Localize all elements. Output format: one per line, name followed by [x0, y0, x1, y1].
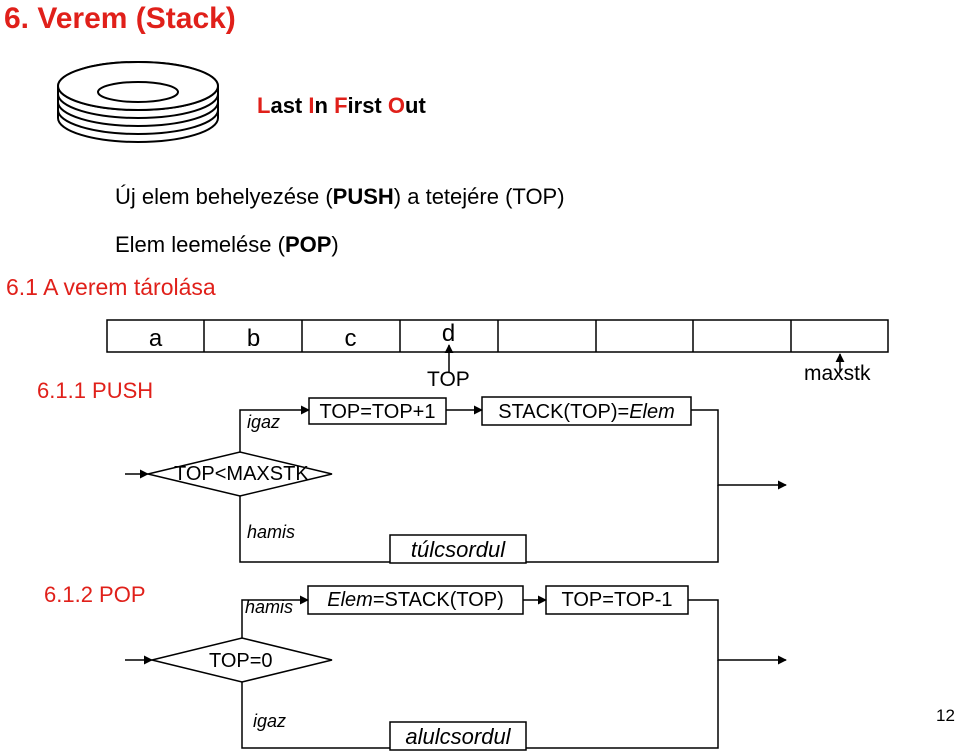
- push-heading: 6.1.1 PUSH: [37, 378, 154, 403]
- push-condition-diamond: [148, 452, 332, 496]
- top-label: TOP: [427, 368, 470, 391]
- section-heading: 6.1 A verem tárolása: [6, 274, 216, 300]
- push-step2-box: [482, 397, 691, 425]
- push-yes-label: igaz: [247, 412, 281, 432]
- underflow-box: [390, 722, 526, 750]
- maxstk-label: maxstk: [804, 362, 871, 385]
- push-step2-text: STACK(TOP)=Elem: [498, 401, 675, 423]
- page-title: 6. Verem (Stack): [4, 2, 236, 35]
- push-step1-box: [309, 398, 446, 424]
- push-description: Új elem behelyezése (PUSH) a tetejére (T…: [115, 184, 565, 209]
- pop-no-label: hamis: [245, 597, 294, 617]
- overflow-text: túlcsordul: [410, 537, 506, 562]
- stack-array: [107, 320, 888, 352]
- pop-step1-text: Elem=STACK(TOP): [327, 589, 504, 611]
- array-cell: c: [344, 325, 357, 352]
- overflow-box: [390, 535, 526, 563]
- underflow-text: alulcsordul: [405, 724, 511, 749]
- pop-condition-diamond: [152, 638, 332, 682]
- push-condition-text: TOP<MAXSTK: [174, 463, 309, 485]
- pop-description: Elem leemelése (POP): [115, 232, 339, 257]
- pop-yes-label: igaz: [253, 711, 287, 731]
- pop-step2-text: TOP=TOP-1: [561, 589, 673, 611]
- page-number: 12: [936, 706, 955, 725]
- array-cell: b: [246, 325, 261, 352]
- push-no-label: hamis: [247, 522, 296, 542]
- array-cell: d: [441, 320, 456, 347]
- pop-condition-text: TOP=0: [209, 650, 273, 672]
- pop-heading: 6.1.2 POP: [44, 582, 146, 607]
- push-step1-text: TOP=TOP+1: [319, 401, 436, 423]
- lifo-label: Last In First Out: [257, 93, 426, 118]
- array-cell: a: [148, 325, 163, 352]
- stack-plates-icon: [58, 62, 218, 142]
